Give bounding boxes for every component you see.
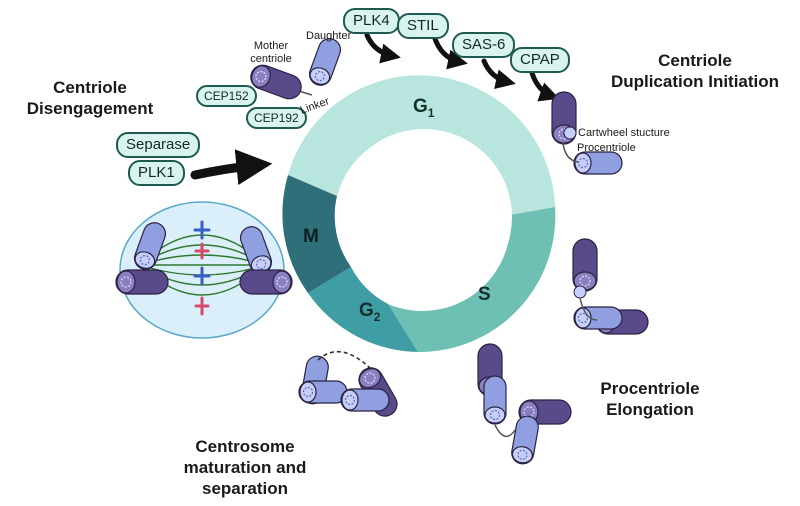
separase-label: Separase [116, 132, 201, 158]
mother-daughter-pair [246, 35, 345, 103]
daughter-note: Daughter [306, 30, 352, 42]
cartwheel-note: Cartwheel stucture [578, 127, 670, 139]
mother-centriole-note: Mother centriole [250, 40, 292, 65]
plk4-label: PLK4 [343, 8, 400, 34]
cascade-arrows [190, 32, 560, 186]
procentriole-initiation [551, 91, 623, 175]
procentriole-note: Procentriole [577, 142, 636, 154]
centriole-duplication-title: Centriole Duplication Initiation [610, 51, 780, 91]
cpap-label: CPAP [510, 47, 570, 73]
phase-g2-label: G2 [359, 300, 381, 324]
sas6-label: SAS-6 [452, 32, 516, 58]
cep192-label: CEP192 [246, 107, 307, 129]
phase-g1-segment [288, 75, 555, 216]
procentriole-elongation-title: Procentriole Elongation [600, 379, 700, 419]
phase-g2-segment [308, 267, 418, 352]
phase-g1-label: G1 [413, 96, 435, 120]
centrosome-separation [298, 350, 403, 422]
cep152-label: CEP152 [196, 85, 257, 107]
phase-m-label: M [303, 226, 319, 247]
plk1-label: PLK1 [128, 160, 185, 186]
stil-label: STIL [397, 13, 449, 39]
procentriole-elongation-1 [572, 238, 649, 335]
centrosome-maturation-title: Centrosome maturation and separation [183, 437, 307, 498]
phase-m-segment [282, 175, 351, 293]
centriole-disengagement-title: Centriole Disengagement [26, 78, 154, 118]
procentriole-elongation-2 [477, 343, 572, 467]
phase-s-label: S [478, 284, 491, 305]
mitotic-spindle-cell [115, 201, 293, 339]
cell-cycle-ring [282, 75, 556, 353]
phase-s-segment [388, 207, 556, 353]
